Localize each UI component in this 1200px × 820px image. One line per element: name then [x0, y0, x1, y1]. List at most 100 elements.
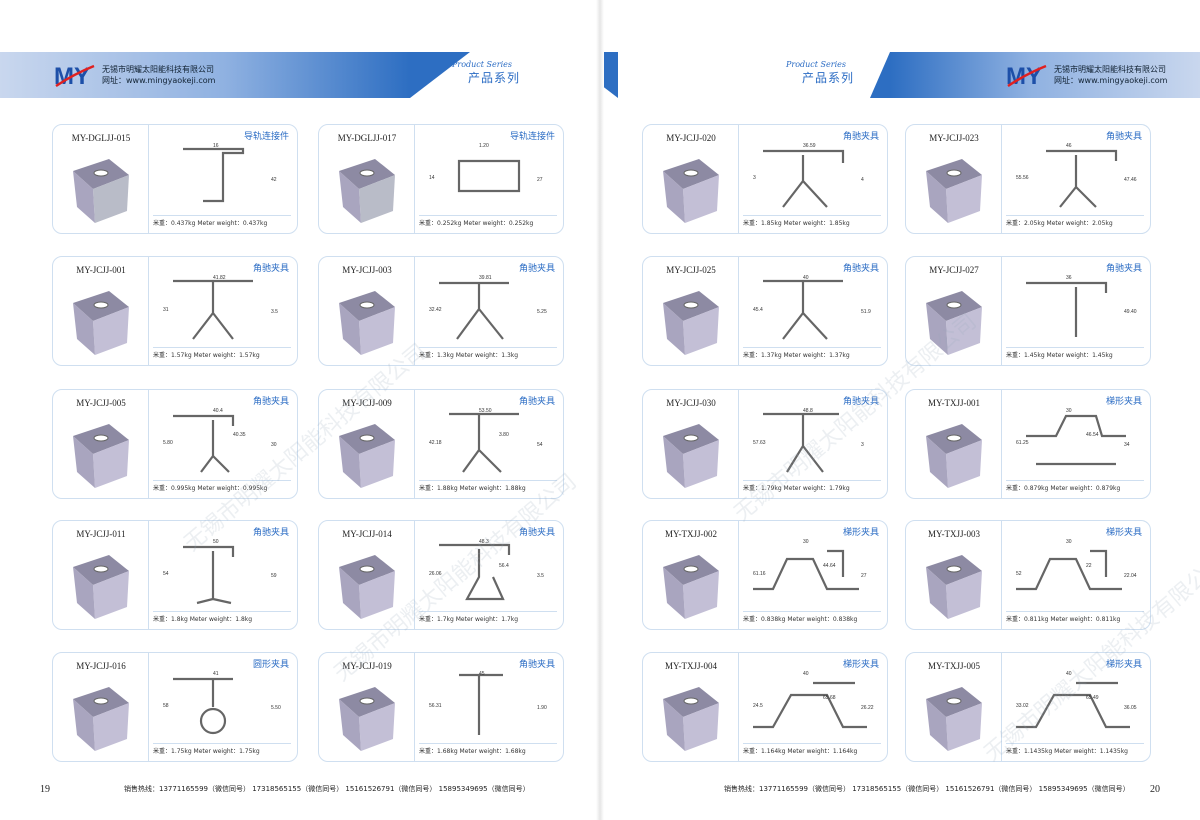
profile-outline	[173, 677, 233, 735]
my-logo-icon: MY	[1006, 63, 1047, 90]
dimension-label: 61.16	[753, 571, 766, 577]
product-type: 梯形夹具	[1105, 660, 1142, 670]
product-photo	[73, 159, 129, 223]
product-photo-panel: MY-JCJJ-005	[53, 390, 149, 498]
product-photo-panel: MY-DGLJJ-017	[319, 125, 415, 233]
right-banner-wedge-a	[600, 52, 618, 98]
dimension-label: 51.9	[861, 309, 871, 315]
dimension-label: 40	[1066, 671, 1072, 677]
product-model: MY-JCJJ-025	[666, 265, 716, 275]
profile-outline	[1016, 681, 1130, 729]
profile-outline	[173, 414, 235, 473]
product-weight: 米重：1.3kg Meter weight：1.3kg	[419, 347, 557, 359]
dimension-label: 56.4	[499, 563, 509, 569]
product-model: MY-TXJJ-001	[927, 398, 980, 408]
product-photo-panel: MY-JCJJ-003	[319, 257, 415, 365]
profile-outline	[763, 149, 845, 208]
company-website: 网址：www.mingyaokeji.com	[102, 76, 216, 85]
product-photo	[663, 687, 719, 751]
product-model: MY-JCJJ-005	[76, 398, 126, 408]
dimension-label: 36.05	[1124, 705, 1137, 711]
right-banner-wedge-b	[870, 52, 890, 98]
product-model: MY-TXJJ-002	[664, 529, 717, 539]
sales-hotline: 销售热线：13771165599（微信同号） 17318565155（微信同号）…	[724, 785, 1130, 793]
product-photo	[663, 555, 719, 619]
product-photo-panel: MY-TXJJ-002	[643, 521, 739, 629]
product-type: 导轨连接件	[243, 132, 289, 142]
dimension-label: 45.4	[753, 307, 763, 313]
product-weight: 米重：1.164kg Meter weight：1.164kg	[743, 743, 881, 755]
profile-outline	[457, 159, 521, 193]
product-photo	[926, 687, 982, 751]
dimension-label: 52	[1016, 571, 1022, 577]
dimension-label: 3	[861, 442, 864, 448]
product-photo-panel: MY-JCJJ-019	[319, 653, 415, 761]
product-type: 梯形夹具	[842, 660, 879, 670]
product-model: MY-JCJJ-016	[76, 661, 126, 671]
product-model: MY-DGLJJ-015	[71, 133, 131, 143]
product-photo	[926, 291, 982, 355]
product-model: MY-JCJJ-009	[342, 398, 392, 408]
product-photo-panel: MY-JCJJ-011	[53, 521, 149, 629]
dimension-label: 41.82	[213, 275, 226, 281]
profile-outline	[183, 147, 245, 203]
dimension-label: 16	[213, 143, 219, 149]
dimension-label: 65.68	[823, 695, 836, 701]
dimension-label: 4	[861, 177, 864, 183]
dimension-label: 56.31	[429, 703, 442, 709]
dimension-label: 42.18	[429, 440, 442, 446]
dimension-label: 36	[1066, 275, 1072, 281]
dimension-label: 30	[803, 539, 809, 545]
dimension-label: 46.54	[1086, 432, 1099, 438]
profile-outline	[439, 281, 509, 340]
product-photo	[73, 424, 129, 488]
product-photo-panel: MY-JCJJ-009	[319, 390, 415, 498]
product-model: MY-JCJJ-020	[666, 133, 716, 143]
dimension-label: 53.50	[479, 408, 492, 414]
dimension-label: 59	[271, 573, 277, 579]
product-model: MY-TXJJ-005	[927, 661, 980, 671]
product-type: 角驰夹具	[252, 528, 289, 538]
product-type: 角驰夹具	[842, 132, 879, 142]
product-type: 角驰夹具	[1105, 132, 1142, 142]
product-type: 角驰夹具	[518, 660, 555, 670]
product-photo-panel: MY-JCJJ-020	[643, 125, 739, 233]
dimension-label: 36.59	[803, 143, 816, 149]
profile-outline	[183, 545, 235, 605]
page-number: 20	[1150, 784, 1160, 795]
dimension-label: 55.56	[1016, 175, 1029, 181]
series-en: Product Series	[452, 60, 512, 69]
profile-outline	[1026, 281, 1108, 337]
series-cn: 产品系列	[802, 71, 855, 85]
profile-outline	[753, 549, 859, 591]
product-weight: 米重：0.437kg Meter weight：0.437kg	[153, 215, 291, 227]
product-photo	[73, 555, 129, 619]
product-model: MY-JCJJ-011	[76, 529, 126, 539]
dimension-label: 30	[1066, 408, 1072, 414]
product-model: MY-JCJJ-001	[76, 265, 126, 275]
product-photo	[339, 555, 395, 619]
product-weight: 米重：0.838kg Meter weight：0.838kg	[743, 611, 881, 623]
product-type: 角驰夹具	[252, 264, 289, 274]
dimension-label: 32.42	[429, 307, 442, 313]
profile-outline	[1026, 414, 1126, 466]
product-model: MY-JCJJ-027	[929, 265, 979, 275]
